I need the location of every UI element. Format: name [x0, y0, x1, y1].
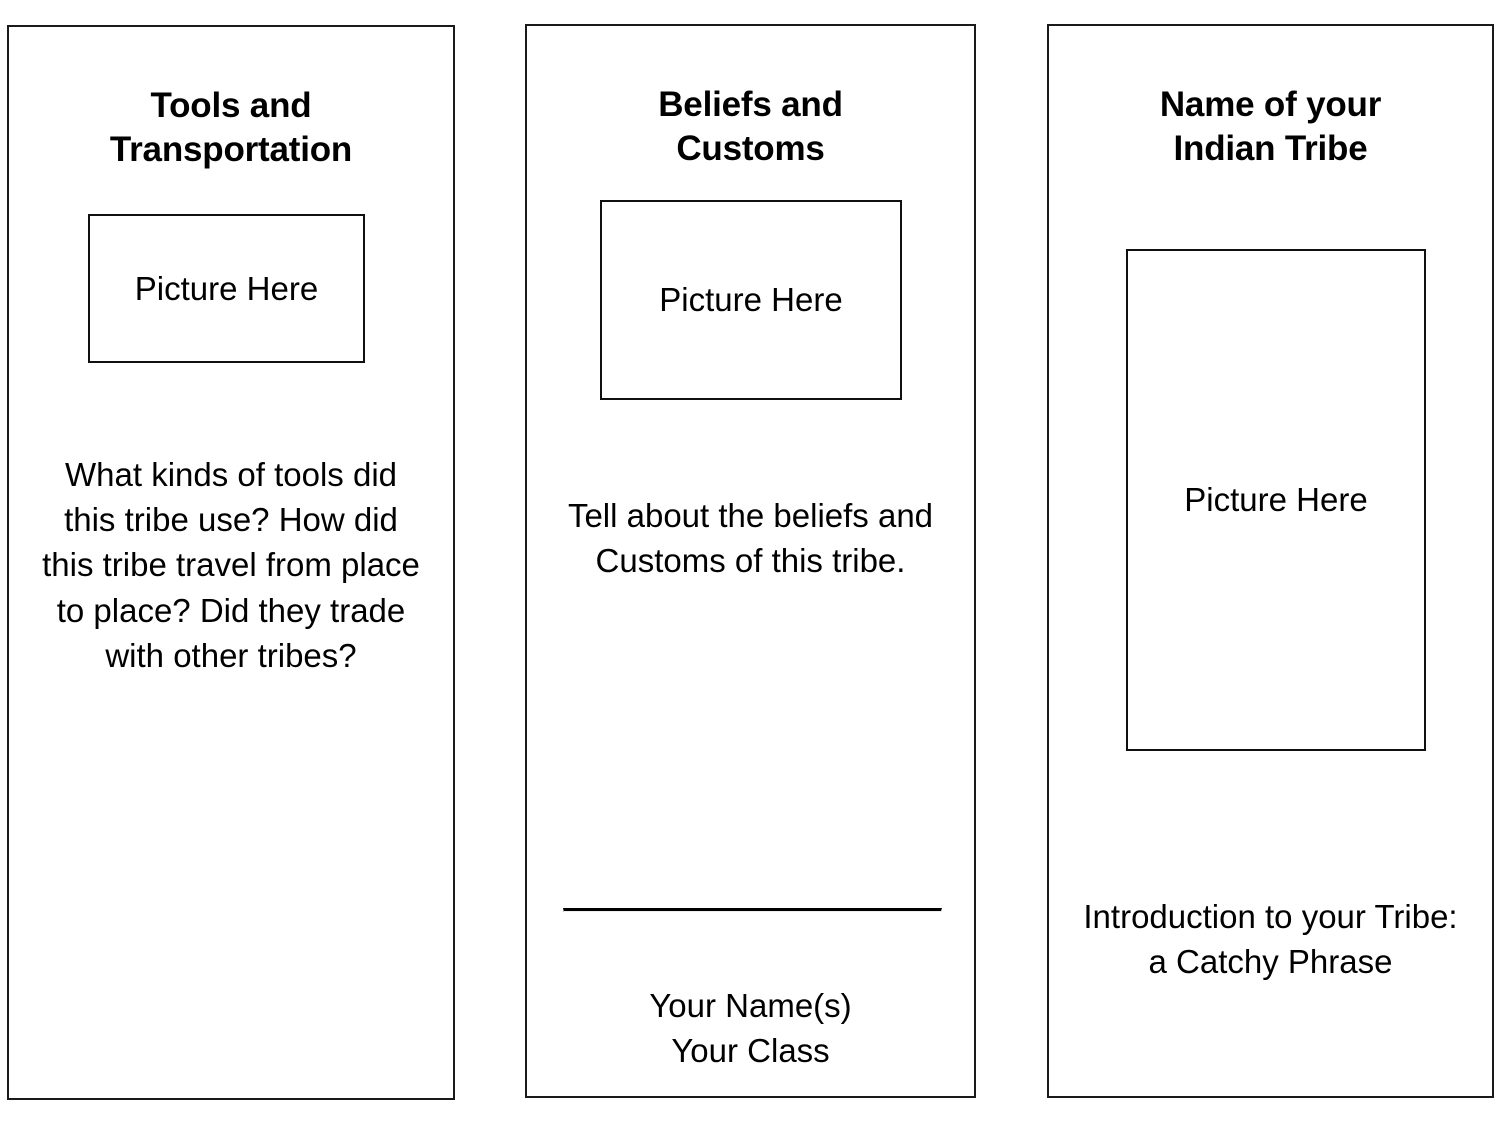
panel-body-text-beliefs: Tell about the beliefs and Customs of th… [567, 497, 934, 580]
panel-content: Tools and Transportation Picture Here Wh… [9, 27, 453, 1098]
signature-divider-line [563, 908, 942, 912]
signature-name-and-class: Your Name(s) Your Class [649, 987, 852, 1069]
panel-heading-tools-and-transportation: Tools and Transportation [109, 86, 353, 170]
panel-content: Name of your Indian Tribe Picture Here I… [1049, 26, 1492, 1096]
brochure-panel-beliefs-and-customs: Beliefs and Customs Picture Here Tell ab… [525, 24, 976, 1098]
panel-body-text-tools: What kinds of tools did this tribe use? … [42, 456, 420, 674]
picture-placeholder-label: Picture Here [659, 281, 843, 319]
brochure-panel-name-of-your-indian-tribe: Name of your Indian Tribe Picture Here I… [1047, 24, 1494, 1098]
brochure-panel-tools-and-transportation: Tools and Transportation Picture Here Wh… [7, 25, 455, 1100]
picture-placeholder-label: Picture Here [1184, 481, 1368, 519]
panel-heading-beliefs-and-customs: Beliefs and Customs [658, 85, 843, 169]
panel-body-text-tribe: Introduction to your Tribe: a Catchy Phr… [1083, 898, 1458, 981]
picture-placeholder-box-beliefs[interactable]: Picture Here [600, 200, 902, 400]
picture-placeholder-box-tribe[interactable]: Picture Here [1126, 249, 1426, 751]
panel-content: Beliefs and Customs Picture Here Tell ab… [527, 26, 974, 1096]
picture-placeholder-label: Picture Here [134, 269, 319, 307]
panel-heading-name-of-your-indian-tribe: Name of your Indian Tribe [1159, 85, 1382, 169]
picture-placeholder-box-tools[interactable]: Picture Here [88, 214, 365, 363]
